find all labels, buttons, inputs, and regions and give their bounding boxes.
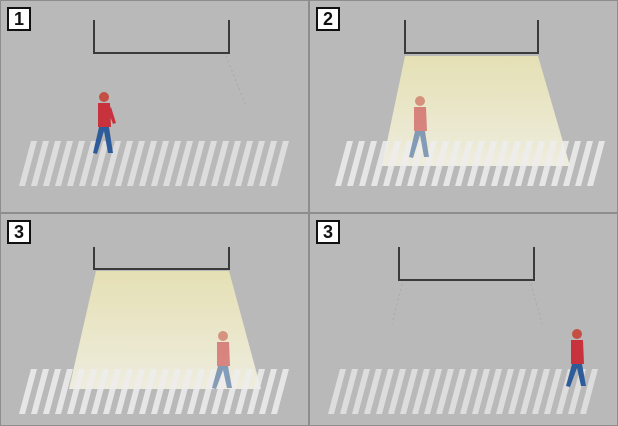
scene-4	[310, 214, 617, 425]
scene-1	[1, 1, 308, 212]
panel-3: 3	[1, 214, 308, 425]
step-number-2: 2	[316, 7, 340, 31]
panel-4: 3	[310, 214, 617, 425]
step-number-1: 1	[7, 7, 31, 31]
step-number-4: 3	[316, 220, 340, 244]
scene-2	[310, 1, 617, 212]
scene-3	[1, 214, 308, 425]
panel-2: 2	[310, 1, 617, 212]
step-number-3: 3	[7, 220, 31, 244]
panel-1: 1	[1, 1, 308, 212]
